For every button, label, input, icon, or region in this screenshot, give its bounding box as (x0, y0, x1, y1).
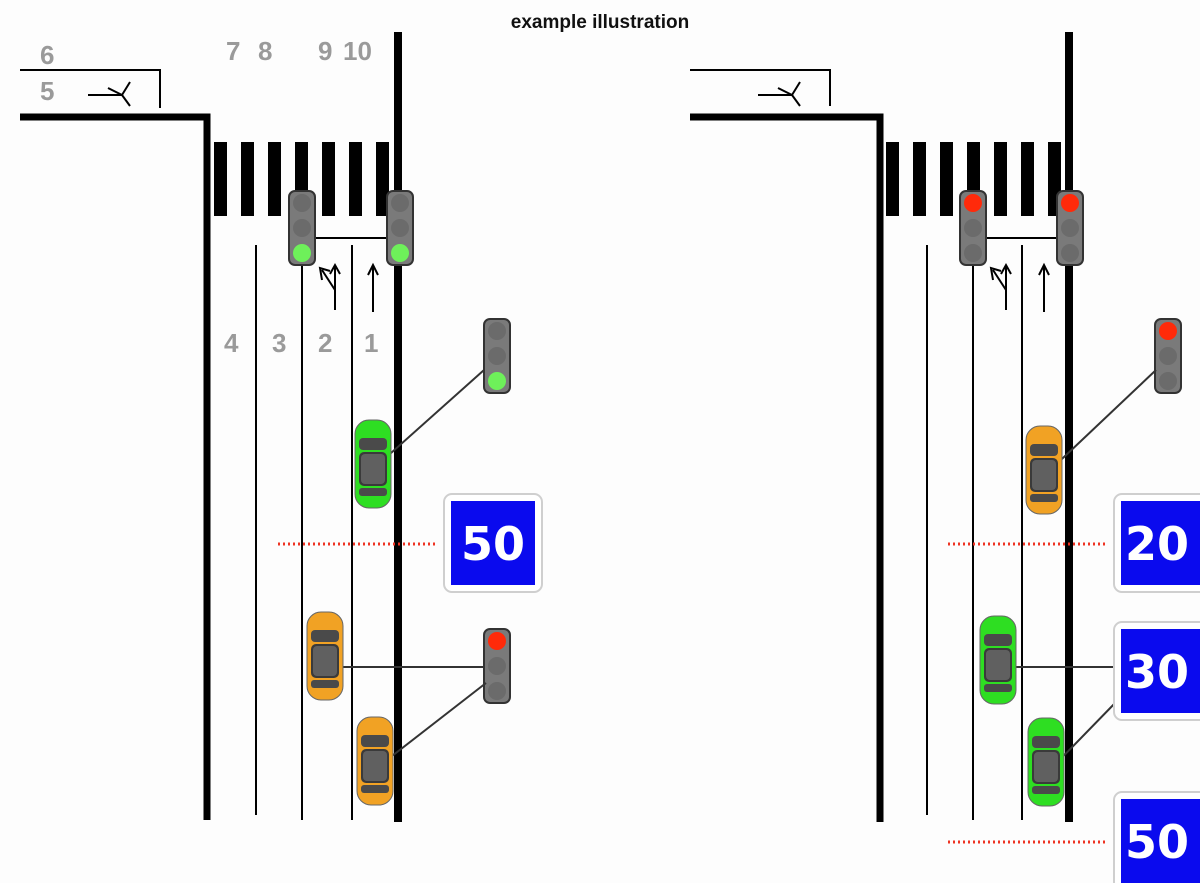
lane-arrow-icon (318, 262, 341, 310)
turn-arrow-icon (88, 81, 131, 107)
car-green (979, 615, 1017, 705)
link-line (1044, 369, 1157, 476)
lane-label: 6 (40, 40, 54, 70)
traffic-light (483, 318, 511, 394)
lane-label: 7 (226, 36, 240, 66)
lane-arrow-icon (367, 262, 379, 312)
curb-left (690, 113, 884, 822)
traffic-light (1056, 190, 1084, 266)
svg-text:20: 20 (1125, 517, 1189, 571)
svg-text:30: 30 (1125, 645, 1189, 699)
lane-arrow-icon (1038, 262, 1050, 312)
lane-label: 3 (272, 328, 286, 358)
lane-label: 10 (343, 36, 372, 66)
diagram-title: example illustration (510, 12, 690, 33)
curb-left (20, 113, 211, 820)
lane-label: 1 (364, 328, 378, 358)
lane-label: 2 (318, 328, 332, 358)
car-orange (1025, 425, 1063, 515)
traffic-light (1154, 318, 1182, 394)
side-road-line (690, 69, 831, 106)
lane-label: 5 (40, 76, 54, 106)
speed-sign: 50 (443, 493, 543, 593)
lane-label: 8 (258, 36, 272, 66)
turn-arrow-icon (758, 81, 801, 107)
traffic-light (959, 190, 987, 266)
traffic-light (386, 190, 414, 266)
svg-text:50: 50 (1125, 815, 1189, 869)
car-green (1027, 717, 1065, 807)
right-panel: 20 30 50 (690, 32, 1200, 883)
lane-arrow-icon (989, 262, 1012, 310)
traffic-light (288, 190, 316, 266)
speed-sign: 20 (1113, 493, 1200, 593)
speed-sign: 50 (1113, 791, 1200, 883)
car-orange (306, 611, 344, 701)
side-road-line (20, 69, 161, 108)
speed-sign: 30 (1113, 621, 1200, 721)
car-orange (356, 716, 394, 806)
car-green (354, 419, 392, 509)
traffic-light (483, 628, 511, 704)
svg-text:50: 50 (461, 517, 525, 571)
left-panel: 50 6 5 7 8 9 10 4 3 2 1 (20, 32, 543, 822)
lane-label: 4 (224, 328, 239, 358)
lane-label: 9 (318, 36, 332, 66)
